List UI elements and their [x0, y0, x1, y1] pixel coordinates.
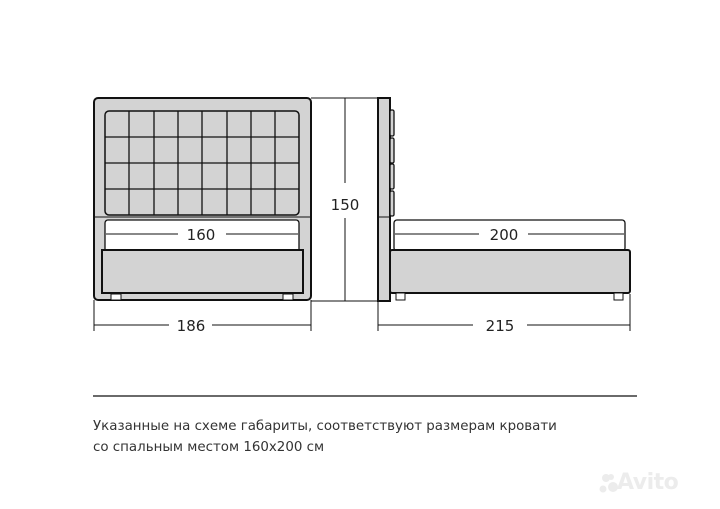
side-mattress-length: 200	[490, 226, 519, 244]
avito-watermark: Avito	[617, 470, 679, 495]
height-label: 150	[331, 196, 360, 214]
front-view: 160 186	[93, 97, 312, 335]
side-overall-length: 215	[486, 317, 515, 335]
front-mattress-width: 160	[187, 226, 216, 244]
height-dimension: 150	[311, 97, 380, 302]
caption: Указанные на схеме габариты, соответству…	[93, 416, 557, 458]
caption-line-1: Указанные на схеме габариты, соответству…	[93, 419, 557, 434]
side-view: 200 215	[377, 97, 631, 335]
caption-line-2: со спальным местом 160x200 см	[93, 440, 325, 455]
avito-logo-icon	[599, 474, 618, 493]
front-overall-width: 186	[177, 317, 206, 335]
